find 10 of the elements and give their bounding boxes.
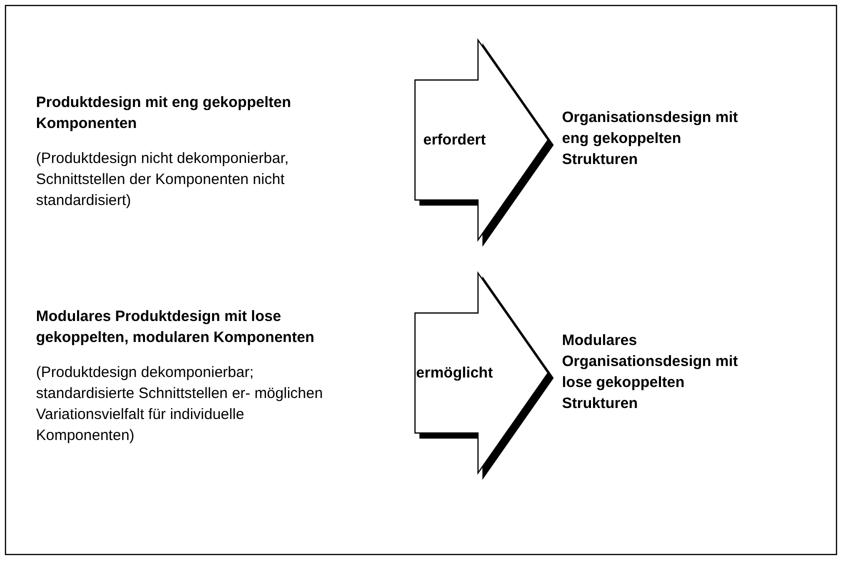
heading-text: Modulares Produktdesign mit lose gekoppelten, modularen Komponenten: [36, 307, 316, 348]
heading-text: Organisationsdesign mit eng gekoppelten Strukturen: [562, 108, 739, 170]
edge-label: erfordert: [423, 132, 486, 148]
edge-label: ermöglicht: [416, 364, 493, 382]
block-arrow: [414, 38, 549, 242]
heading-text: Produktdesign mit eng gekoppelten Komponenten: [36, 93, 292, 134]
note-text: (Produktdesign dekomponierbar; standardisierte Schnittstellen er- möglichen Variationsvielfalt für individuelle Komponenten): [36, 363, 324, 446]
note-text: (Produktdesign nicht dekomponierbar, Schnittstellen der Komponenten nicht standardisiert): [36, 149, 290, 211]
block-arrow: [414, 271, 549, 475]
heading-text: Modulares Organisationsdesign mit lose gekoppelten Strukturen: [562, 331, 739, 414]
